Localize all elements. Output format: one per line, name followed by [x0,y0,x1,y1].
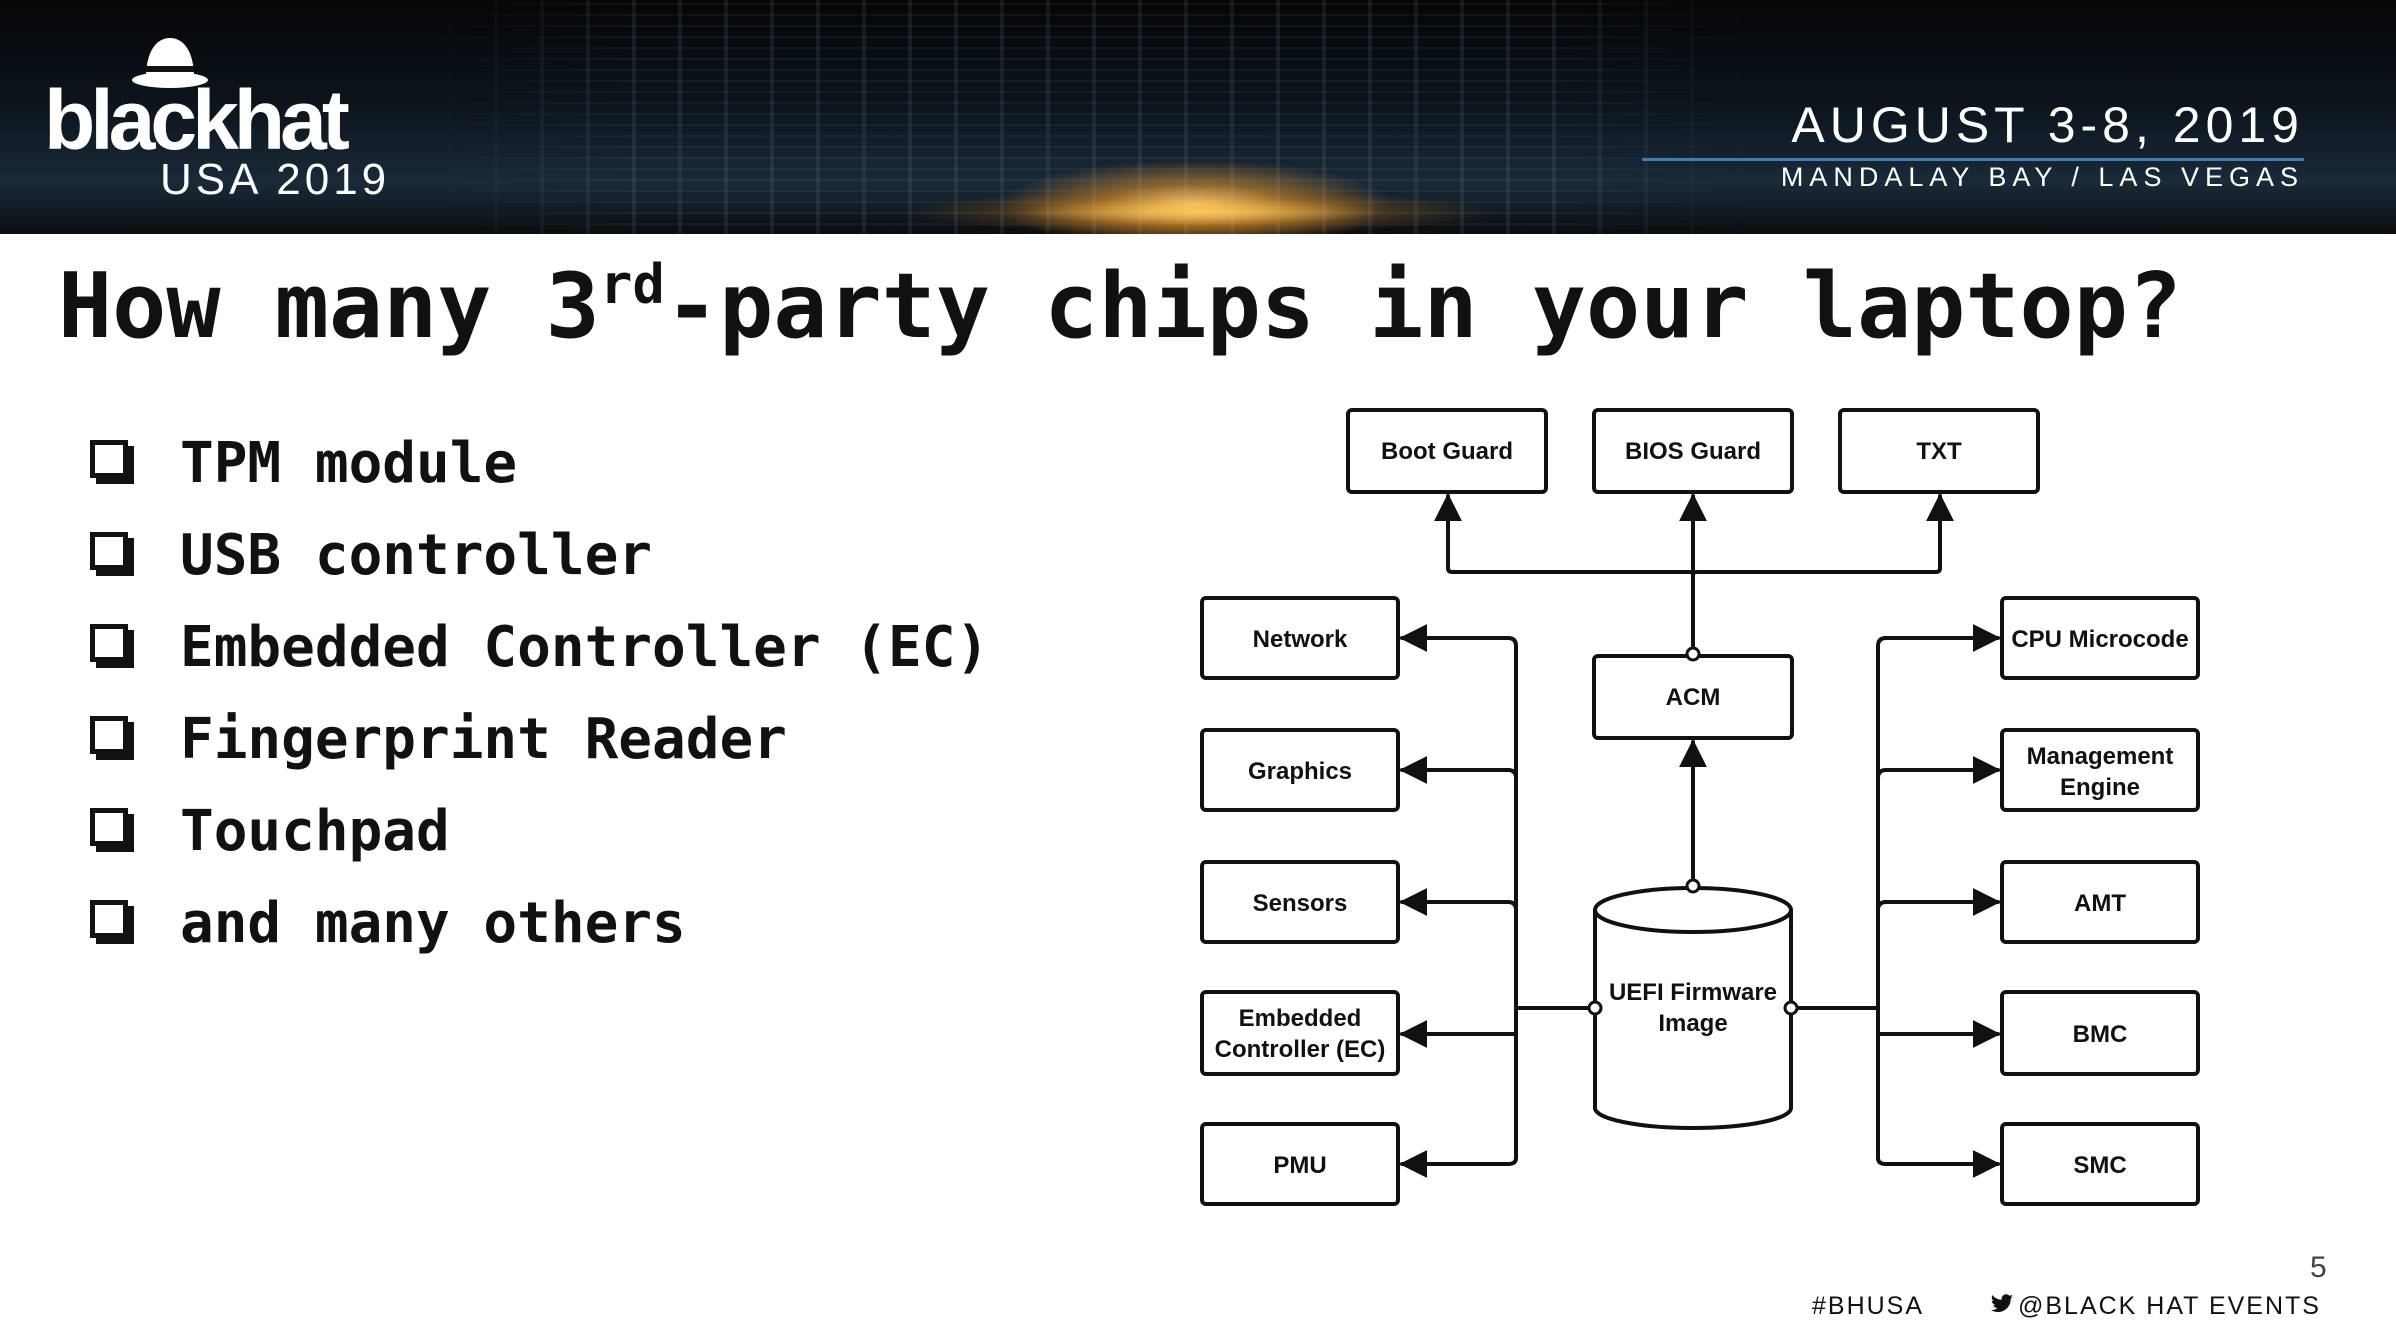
checkbox-icon [90,900,128,938]
box-bios-guard [1592,408,1794,494]
title-part-2: -party chips in your laptop? [664,254,2183,359]
header-banner: blackhat USA 2019 AUGUST 3-8, 2019 MANDA… [0,0,2396,234]
connector-dot [1783,1000,1799,1016]
bullet-text: Embedded Controller (EC) [180,615,990,680]
label-uefi-line1: UEFI Firmware [1609,979,1777,1006]
slide-title: How many 3rd-party chips in your laptop? [58,258,2182,352]
bullet-text: Fingerprint Reader [180,707,787,772]
label-cpu-microcode: CPU Microcode [2011,626,2188,653]
page-number: 5 [2310,1251,2327,1284]
title-part-1: How many 3 [58,254,600,359]
event-date: AUGUST 3-8, 2019 [1791,97,2304,153]
bullet-text: TPM module [180,431,518,496]
label-me-line2: Engine [2060,774,2140,801]
label-bios-guard: BIOS Guard [1625,438,1761,465]
label-graphics: Graphics [1248,758,1352,785]
twitter-bird-icon [1991,1294,2013,1312]
label-network: Network [1253,626,1348,653]
label-me-line1: Management [2027,743,2174,770]
label-ec-line2: Controller (EC) [1215,1036,1386,1063]
box-network [1200,596,1400,680]
label-smc: SMC [2073,1152,2126,1179]
connector-dot [1587,1000,1603,1016]
footer-handle-text: @BLACK HAT EVENTS [2018,1292,2321,1320]
box-boot-guard [1346,408,1548,494]
event-location: MANDALAY BAY / LAS VEGAS [1780,162,2304,192]
connector-dot [1685,646,1701,662]
label-pmu: PMU [1273,1152,1326,1179]
label-bmc: BMC [2073,1021,2128,1048]
checkbox-icon [90,440,128,478]
spy-hat-icon [132,38,208,88]
label-sensors: Sensors [1253,890,1348,917]
checkbox-icon [90,532,128,570]
box-smc [2000,1122,2200,1206]
footer-hashtag: #BHUSA [1812,1292,1925,1320]
label-amt: AMT [2074,890,2126,917]
label-acm: ACM [1666,684,1721,711]
bullet-text: and many others [180,891,686,956]
box-management-engine [2000,728,2200,812]
box-graphics [1200,728,1400,812]
bullet-text: USB controller [180,523,653,588]
box-embedded-controller [1200,990,1400,1076]
event-divider [1642,158,2304,161]
label-txt: TXT [1916,438,1962,465]
bullet-text: Touchpad [180,799,450,864]
checkbox-icon [90,716,128,754]
box-pmu [1200,1122,1400,1206]
connector-dot [1685,878,1701,894]
logo-wordmark: blackhat [44,73,350,167]
horizon-light [900,190,1500,234]
box-txt [1838,408,2040,494]
footer-social: @BLACK HAT EVENTS [1990,1294,2321,1319]
checkbox-icon [90,624,128,662]
box-sensors [1200,860,1400,944]
cylinder-top [1593,886,1793,934]
box-bmc [2000,990,2200,1076]
label-uefi-line2: Image [1658,1010,1727,1037]
box-amt [2000,860,2200,944]
logo-subtitle: USA 2019 [160,155,391,204]
box-cpu-microcode [2000,596,2200,680]
checkbox-icon [90,808,128,846]
title-superscript: rd [599,253,665,316]
cylinder-body [1593,908,1793,1130]
label-ec-line1: Embedded [1239,1005,1362,1032]
label-boot-guard: Boot Guard [1381,438,1513,465]
